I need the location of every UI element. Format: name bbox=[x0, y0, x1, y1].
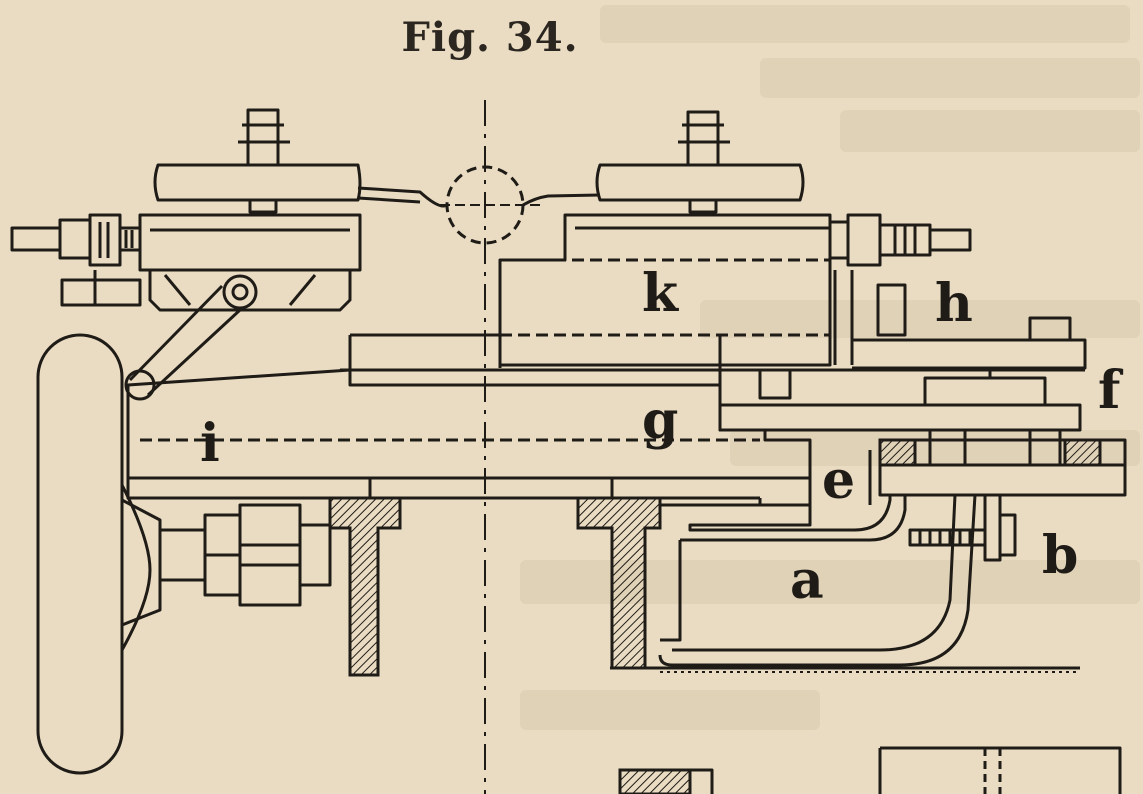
figure-caption: Fig. 34. bbox=[401, 14, 579, 61]
label-f: f bbox=[1098, 360, 1121, 421]
left-screw bbox=[10, 226, 62, 252]
left-saddle bbox=[138, 213, 362, 272]
label-h: h bbox=[935, 273, 973, 334]
bolt-b bbox=[983, 495, 1002, 562]
right-support-section bbox=[576, 496, 662, 670]
label-a: a bbox=[790, 550, 824, 611]
label-g: g bbox=[642, 390, 679, 451]
left-support-section bbox=[328, 496, 402, 677]
slide-g bbox=[126, 368, 812, 480]
slide-f bbox=[718, 403, 1082, 432]
right-screw bbox=[830, 220, 850, 260]
label-e: e bbox=[822, 450, 856, 511]
bracket-a bbox=[660, 495, 892, 532]
label-b: b bbox=[1042, 525, 1079, 586]
plate-e bbox=[878, 463, 1127, 497]
handwheel bbox=[36, 333, 124, 775]
right-disc bbox=[595, 163, 805, 202]
label-i: i bbox=[200, 413, 220, 474]
label-k: k bbox=[642, 263, 679, 324]
left-disc bbox=[153, 163, 362, 202]
